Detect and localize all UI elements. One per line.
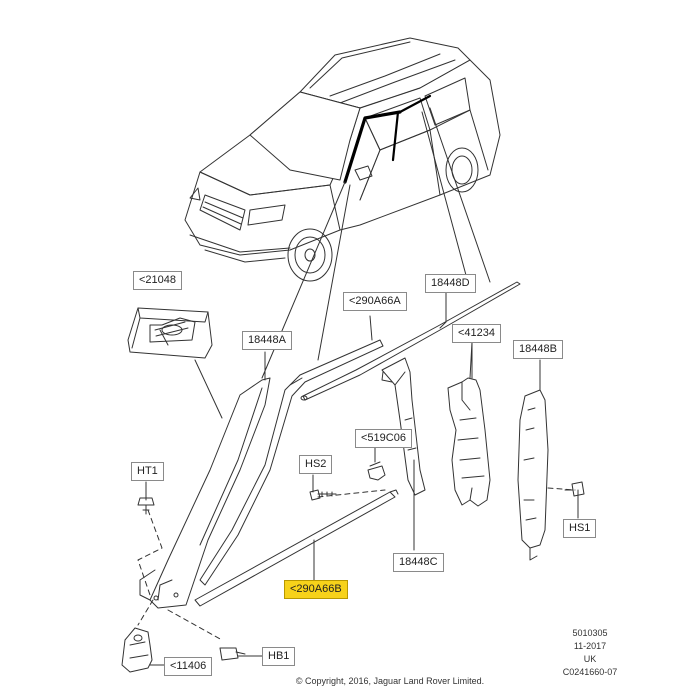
fastener-HS2 xyxy=(309,489,337,501)
copyright-notice: © Copyright, 2016, Jaguar Land Rover Lim… xyxy=(295,676,485,686)
part-290A66A-seal xyxy=(199,339,384,586)
callout-HS2: HS2 xyxy=(299,455,333,474)
callout-290A66B: <290A66B xyxy=(284,580,348,599)
part-290A66B-strip xyxy=(194,489,399,607)
callout-18448C: 18448C xyxy=(393,553,444,572)
fastener-HT1 xyxy=(137,497,155,515)
callout-HB1: HB1 xyxy=(262,647,296,666)
callout-18448A: 18448A xyxy=(242,331,292,350)
callout-41234: <41234 xyxy=(452,324,502,343)
fastener-HB1 xyxy=(219,647,246,661)
part-18448A-pillar-trim xyxy=(139,377,271,609)
callout-18448D: 18448D xyxy=(425,274,476,293)
callout-519C06: <519C06 xyxy=(355,429,412,448)
part-41234-bracket xyxy=(447,341,491,507)
part-18448C-trim xyxy=(381,357,426,496)
reference-date: 11-2017 xyxy=(573,641,607,651)
vehicle-illustration xyxy=(184,37,501,282)
part-11406-bracket xyxy=(121,627,153,673)
reference-id: C0241660-07 xyxy=(562,667,618,677)
part-21048-pack xyxy=(127,307,213,359)
callout-HT1: HT1 xyxy=(131,462,164,481)
part-18448D-roof-strip xyxy=(300,281,521,401)
callout-21048: <21048 xyxy=(133,271,183,290)
part-519C06-clip xyxy=(367,461,386,481)
part-18448B-pillar-trim xyxy=(517,389,549,561)
callout-290A66A: <290A66A xyxy=(343,292,407,311)
fastener-HS1 xyxy=(564,481,585,497)
reference-code: 5010305 xyxy=(572,628,608,638)
callout-18448B: 18448B xyxy=(513,340,563,359)
callout-HS1: HS1 xyxy=(563,519,597,538)
reference-region: UK xyxy=(583,654,597,664)
leader-lines xyxy=(145,107,579,666)
callout-11406: <11406 xyxy=(164,657,213,676)
